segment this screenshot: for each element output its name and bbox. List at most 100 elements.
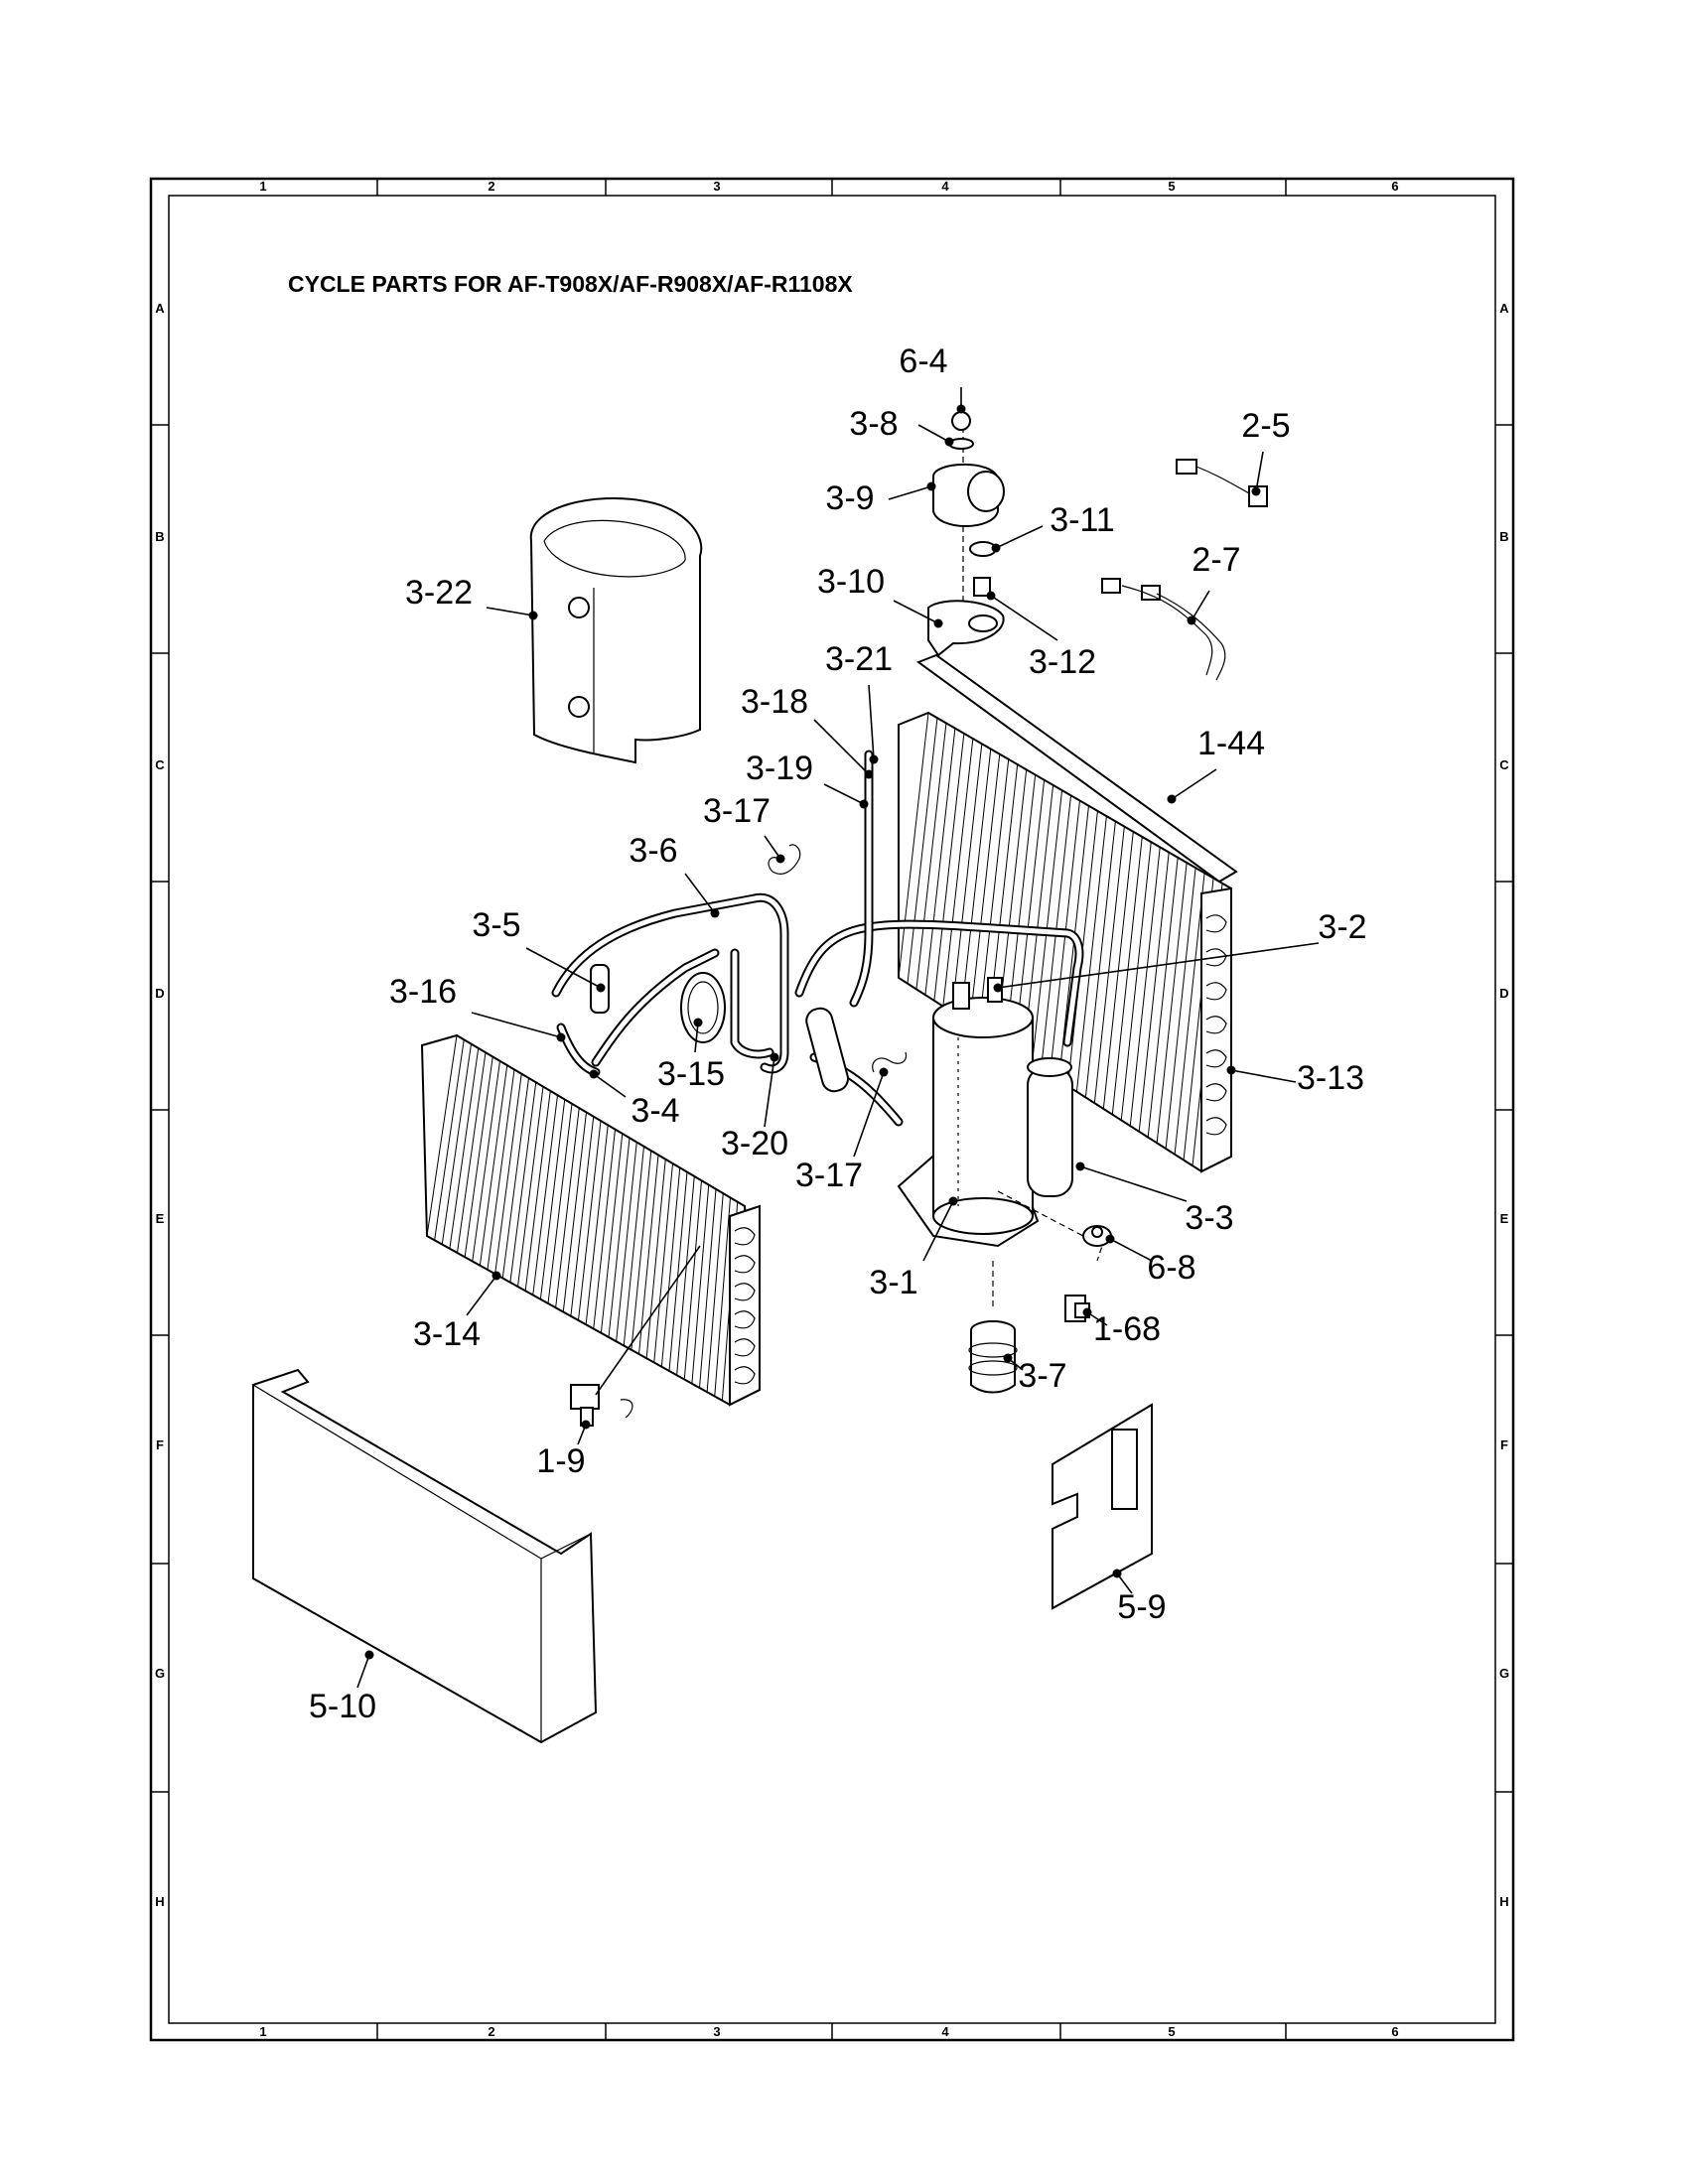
callout-label: 3-17 — [703, 792, 771, 830]
callout-6-4: 6-4 — [899, 342, 966, 414]
grid-row-label: H — [155, 1894, 164, 1909]
callout-label: 3-17 — [795, 1157, 863, 1194]
leader-line — [990, 595, 1058, 641]
grid-row-label: B — [1499, 529, 1508, 544]
callout-label: 1-44 — [1197, 725, 1265, 762]
leader-dot — [864, 769, 874, 779]
leader-line — [893, 600, 939, 624]
leader-dot — [869, 754, 879, 764]
mounting-hardware — [968, 1225, 1112, 1394]
callout-3-5: 3-5 — [472, 906, 606, 993]
leader-line — [764, 1056, 775, 1128]
callout-3-21: 3-21 — [825, 640, 893, 764]
callout-3-1: 3-1 — [869, 1196, 958, 1301]
grid-row-label: F — [156, 1437, 164, 1452]
callout-3-9: 3-9 — [825, 479, 936, 517]
callout-1-68: 1-68 — [1082, 1307, 1161, 1348]
leader-line — [917, 424, 950, 443]
callout-3-8: 3-8 — [849, 405, 954, 447]
leader-line — [813, 719, 870, 775]
leader-dot — [1075, 1161, 1085, 1171]
callout-label: 6-8 — [1147, 1249, 1195, 1287]
leader-line — [1079, 1165, 1188, 1202]
leader-dot — [859, 799, 869, 809]
grid-column-label: 1 — [259, 2024, 266, 2039]
callout-label: 3-11 — [1050, 501, 1115, 539]
grid-column-label: 6 — [1391, 2024, 1398, 2039]
callout-3-10: 3-10 — [817, 563, 943, 628]
callout-label: 3-9 — [825, 479, 874, 517]
leader-line — [525, 947, 602, 989]
grid-column-label: 2 — [488, 2024, 494, 2039]
leader-line — [922, 1200, 954, 1262]
callout-label: 3-19 — [746, 750, 813, 787]
grid-column-label: 5 — [1168, 2024, 1175, 2039]
callout-2-5: 2-5 — [1241, 407, 1291, 496]
insulation-sheet — [1052, 1403, 1153, 1610]
leader-line — [1191, 590, 1210, 621]
grid-row-label: G — [155, 1666, 165, 1681]
callout-3-17a: 3-17 — [703, 792, 785, 864]
callout-label: 3-7 — [1018, 1357, 1066, 1395]
grid-row-label: E — [1500, 1211, 1509, 1226]
callout-3-3: 3-3 — [1075, 1161, 1234, 1237]
leader-line — [997, 942, 1320, 989]
callout-label: 3-2 — [1318, 908, 1366, 946]
leader-dot — [1082, 1307, 1092, 1317]
leader-dot — [581, 1420, 591, 1430]
callout-1-44: 1-44 — [1167, 725, 1265, 804]
leader-line — [471, 1012, 562, 1038]
grid-column-label: 3 — [713, 179, 720, 194]
callout-3-20: 3-20 — [721, 1052, 788, 1162]
grid-column-label: 5 — [1168, 179, 1175, 194]
callout-3-17b: 3-17 — [795, 1067, 889, 1194]
callout-label: 3-20 — [721, 1125, 788, 1162]
callout-3-22: 3-22 — [405, 574, 538, 620]
callout-label: 5-9 — [1117, 1588, 1166, 1626]
leader-dot — [933, 618, 943, 628]
leader-dot — [956, 404, 966, 414]
grid-column-label: 6 — [1391, 179, 1398, 194]
leader-dot — [770, 1052, 779, 1062]
callout-label: 3-3 — [1185, 1199, 1233, 1237]
callout-label: 3-18 — [741, 683, 808, 721]
grid-column-label: 4 — [941, 179, 949, 194]
callout-label: 1-9 — [536, 1442, 585, 1480]
leader-dot — [528, 611, 538, 620]
callout-3-13: 3-13 — [1226, 1059, 1364, 1097]
leader-dot — [693, 1018, 703, 1027]
leader-line — [1230, 1069, 1297, 1083]
leader-dot — [775, 854, 785, 864]
callout-3-18: 3-18 — [741, 683, 874, 779]
callout-5-10: 5-10 — [309, 1650, 376, 1725]
diagram-title: CYCLE PARTS FOR AF-T908X/AF-R908X/AF-R11… — [288, 271, 853, 297]
wire-harness — [1101, 459, 1268, 681]
sound-insulation-wrap — [529, 497, 703, 764]
callout-label: 3-13 — [1297, 1059, 1364, 1097]
callout-label: 3-1 — [869, 1264, 917, 1301]
leader-dot — [556, 1032, 566, 1042]
leader-dot — [879, 1067, 889, 1077]
callout-label: 3-10 — [817, 563, 885, 601]
callout-3-4: 3-4 — [589, 1069, 680, 1130]
leader-dot — [589, 1069, 599, 1079]
grid-row-label: G — [1499, 1666, 1509, 1681]
leader-line — [1109, 1238, 1153, 1262]
leader-line — [823, 783, 865, 805]
pipe-clips — [768, 844, 908, 1073]
drawing-frame — [149, 177, 1515, 2042]
callout-label: 3-14 — [413, 1315, 481, 1353]
leader-dot — [1187, 615, 1196, 625]
leader-dot — [991, 543, 1001, 553]
callout-label: 3-8 — [849, 405, 898, 443]
callout-label: 3-4 — [631, 1092, 679, 1130]
callout-label: 1-68 — [1093, 1310, 1161, 1348]
leader-line — [486, 607, 534, 616]
outdoor-coil — [898, 711, 1232, 1173]
leader-dot — [1105, 1234, 1115, 1244]
leader-dot — [596, 983, 606, 993]
callout-label: 2-7 — [1192, 541, 1240, 579]
top-seal-strip — [915, 653, 1238, 884]
